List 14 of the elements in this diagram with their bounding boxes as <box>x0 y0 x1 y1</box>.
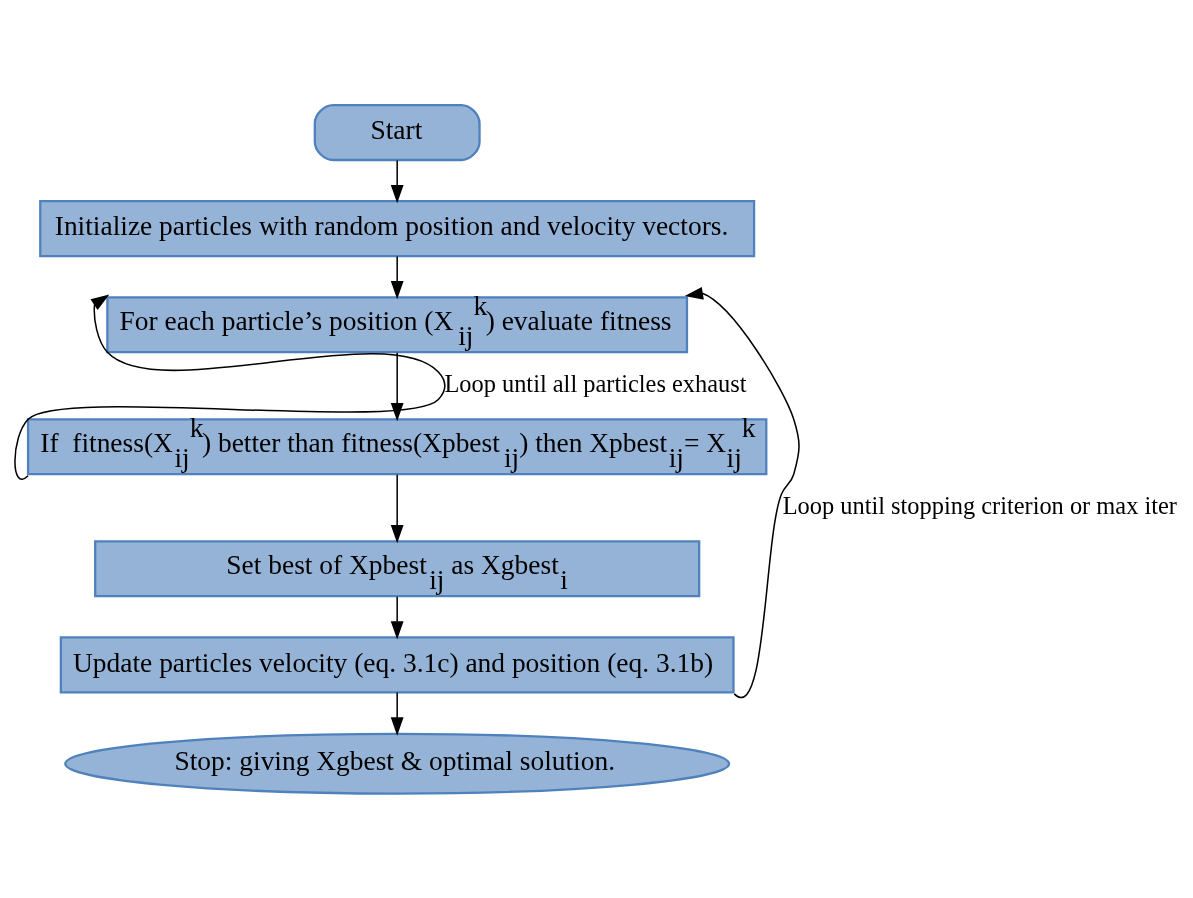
node-box: Initialize particles with random position and velocity vectors. <box>39 199 756 257</box>
arrow <box>390 255 404 299</box>
arrow <box>684 286 800 698</box>
arrow <box>390 691 404 736</box>
edge-label: Loop until all particles exhaust <box>444 369 747 397</box>
arrow <box>390 159 404 203</box>
edge-label: Loop until stopping criterion or max iter <box>782 491 1177 519</box>
node-box: Start <box>313 103 481 161</box>
arrow <box>390 473 404 543</box>
node-box: Update particles velocity (eq. 3.1c) and position (eq. 3.1b) <box>59 635 735 693</box>
arrow <box>14 293 446 480</box>
arrow <box>390 595 404 639</box>
node-ellipse: Stop: giving Xgbest & optimal solution. <box>64 732 731 795</box>
arrow <box>390 351 404 421</box>
